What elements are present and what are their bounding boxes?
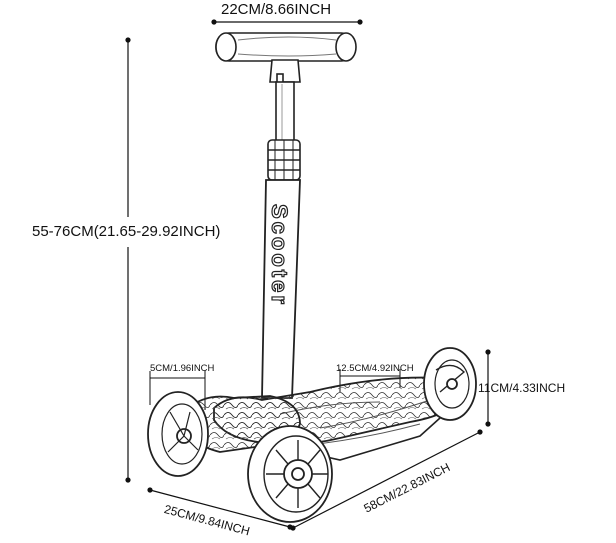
upper-stem — [275, 81, 295, 143]
right-front-wheel — [247, 425, 333, 523]
handlebar — [215, 32, 357, 87]
rear-wheel-width-label: 12.5CM/4.92INCH — [336, 363, 414, 374]
height-range-label: 55-76CM(21.65-29.92INCH) — [32, 223, 221, 240]
left-front-wheel — [147, 391, 209, 477]
svg-text:Scooter: Scooter — [267, 204, 292, 307]
deck-clearance-dimension-line — [485, 349, 491, 427]
rear-wheel — [423, 347, 477, 421]
height-adjust-clamp — [267, 139, 301, 181]
handlebar-width-label: 22CM/8.66INCH — [221, 1, 332, 18]
height-dimension-line — [125, 37, 131, 483]
handlebar-width-dimension-line — [211, 19, 363, 25]
deck-clearance-label: 11CM/4.33INCH — [478, 381, 566, 395]
stem-scooter-logo: Scooter — [266, 203, 292, 307]
deck-length-dimension-line — [290, 429, 483, 531]
front-wheel-width-label: 5CM/1.96INCH — [150, 363, 215, 374]
